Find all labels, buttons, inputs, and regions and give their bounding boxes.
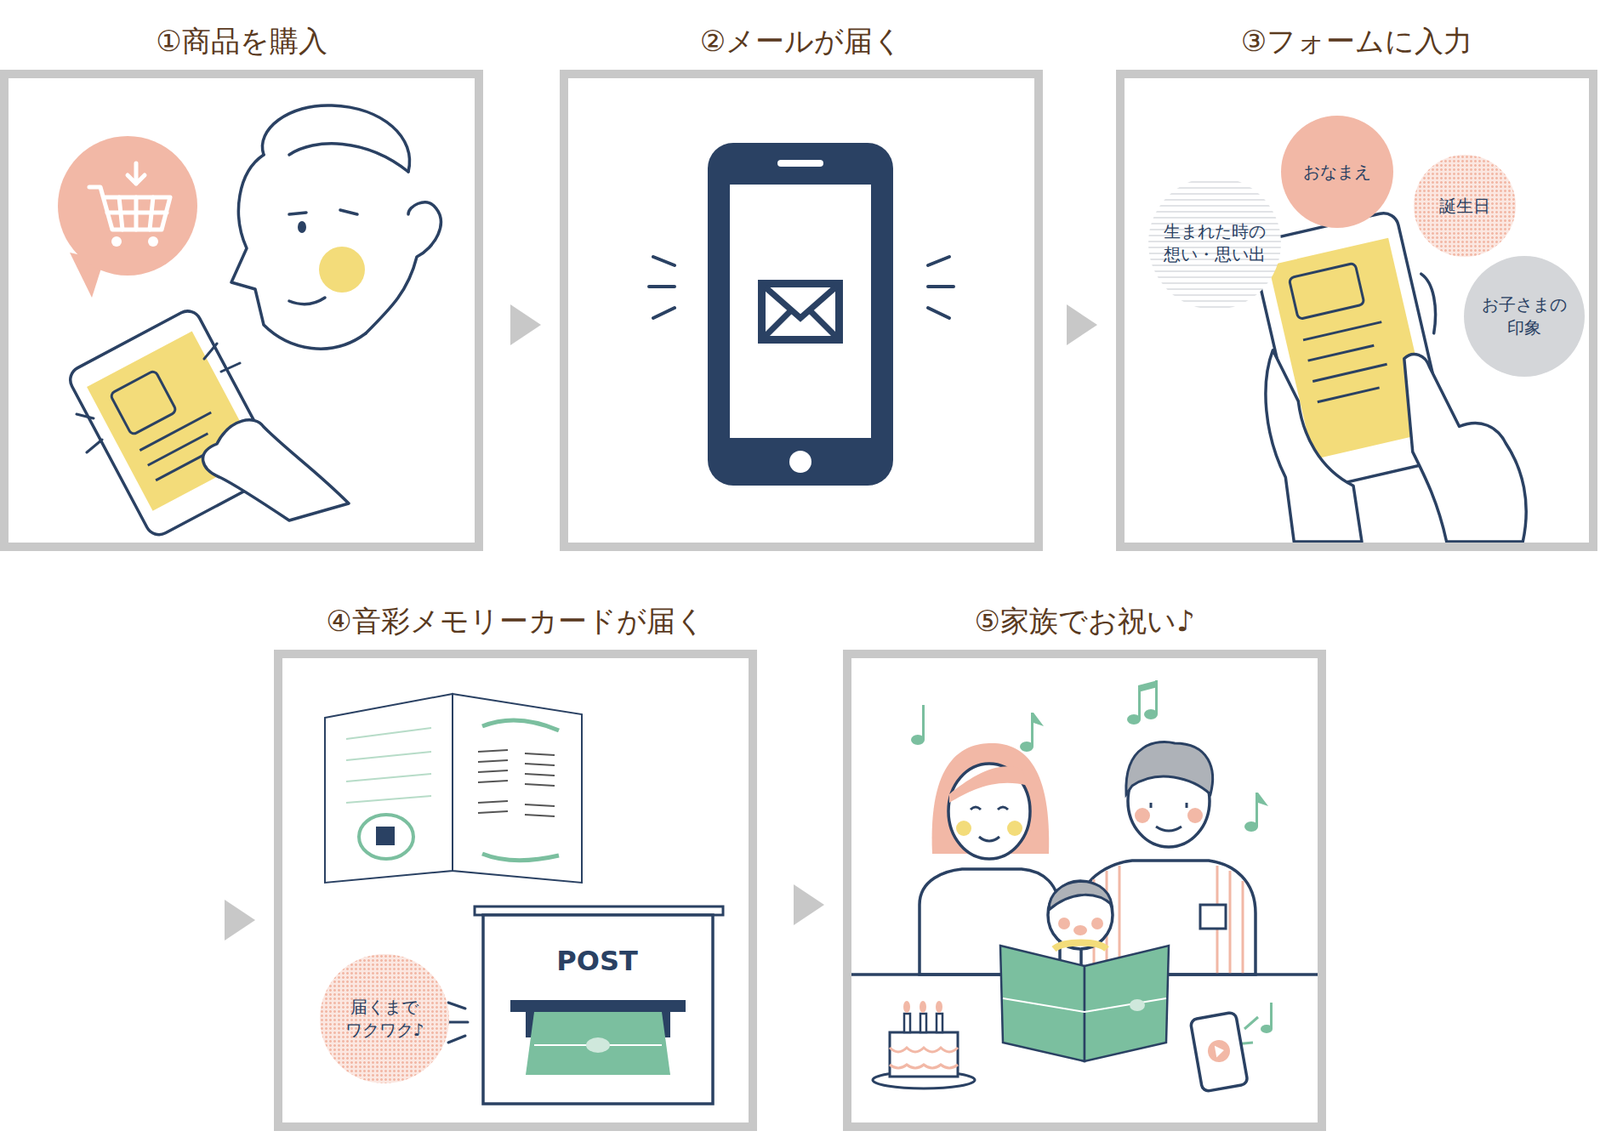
bubble-text: 届くまで ワクワク♪ <box>333 996 436 1042</box>
step-arrow <box>793 884 825 926</box>
family-celebration-illustration <box>851 658 1318 1123</box>
step-panel: ③フォームに入力おなまえ誕生日生まれた時の 想い・思い出お子さまの 印象 <box>1116 69 1598 552</box>
info-bubble: 届くまで ワクワク♪ <box>319 954 450 1084</box>
bubble-text: お子さまの 印象 <box>1478 293 1571 340</box>
bubble-text: 生まれた時の 想い・思い出 <box>1161 220 1268 267</box>
step-panel: ②メールが届く <box>559 69 1043 552</box>
step-panel: ④音彩メモリーカードが届く届くまで ワクワク♪POST <box>273 649 758 1132</box>
step-panel: ①商品を購入 <box>0 69 484 552</box>
step-heading: ③フォームに入力 <box>1090 22 1600 62</box>
info-bubble: お子さまの 印象 <box>1463 256 1585 377</box>
shopping-illustration <box>8 78 475 543</box>
info-bubble: おなまえ <box>1281 115 1394 228</box>
postbox-label: POST <box>556 945 638 978</box>
mail-phone-illustration <box>568 78 1035 543</box>
step-heading: ①商品を購入 <box>0 22 509 62</box>
bubble-text: 誕生日 <box>1439 194 1491 218</box>
bubble-text: おなまえ <box>1303 160 1372 184</box>
info-bubble: 生まれた時の 想い・思い出 <box>1148 176 1282 310</box>
step-arrow <box>1066 304 1098 346</box>
info-bubble: 誕生日 <box>1413 154 1516 257</box>
step-panel: ⑤家族でお祝い♪ <box>842 649 1327 1132</box>
step-heading: ②メールが届く <box>534 22 1069 62</box>
step-arrow <box>224 899 256 941</box>
step-arrow <box>510 304 541 346</box>
step-heading: ④音彩メモリーカードが届く <box>248 602 783 642</box>
step-heading: ⑤家族でお祝い♪ <box>817 602 1352 642</box>
